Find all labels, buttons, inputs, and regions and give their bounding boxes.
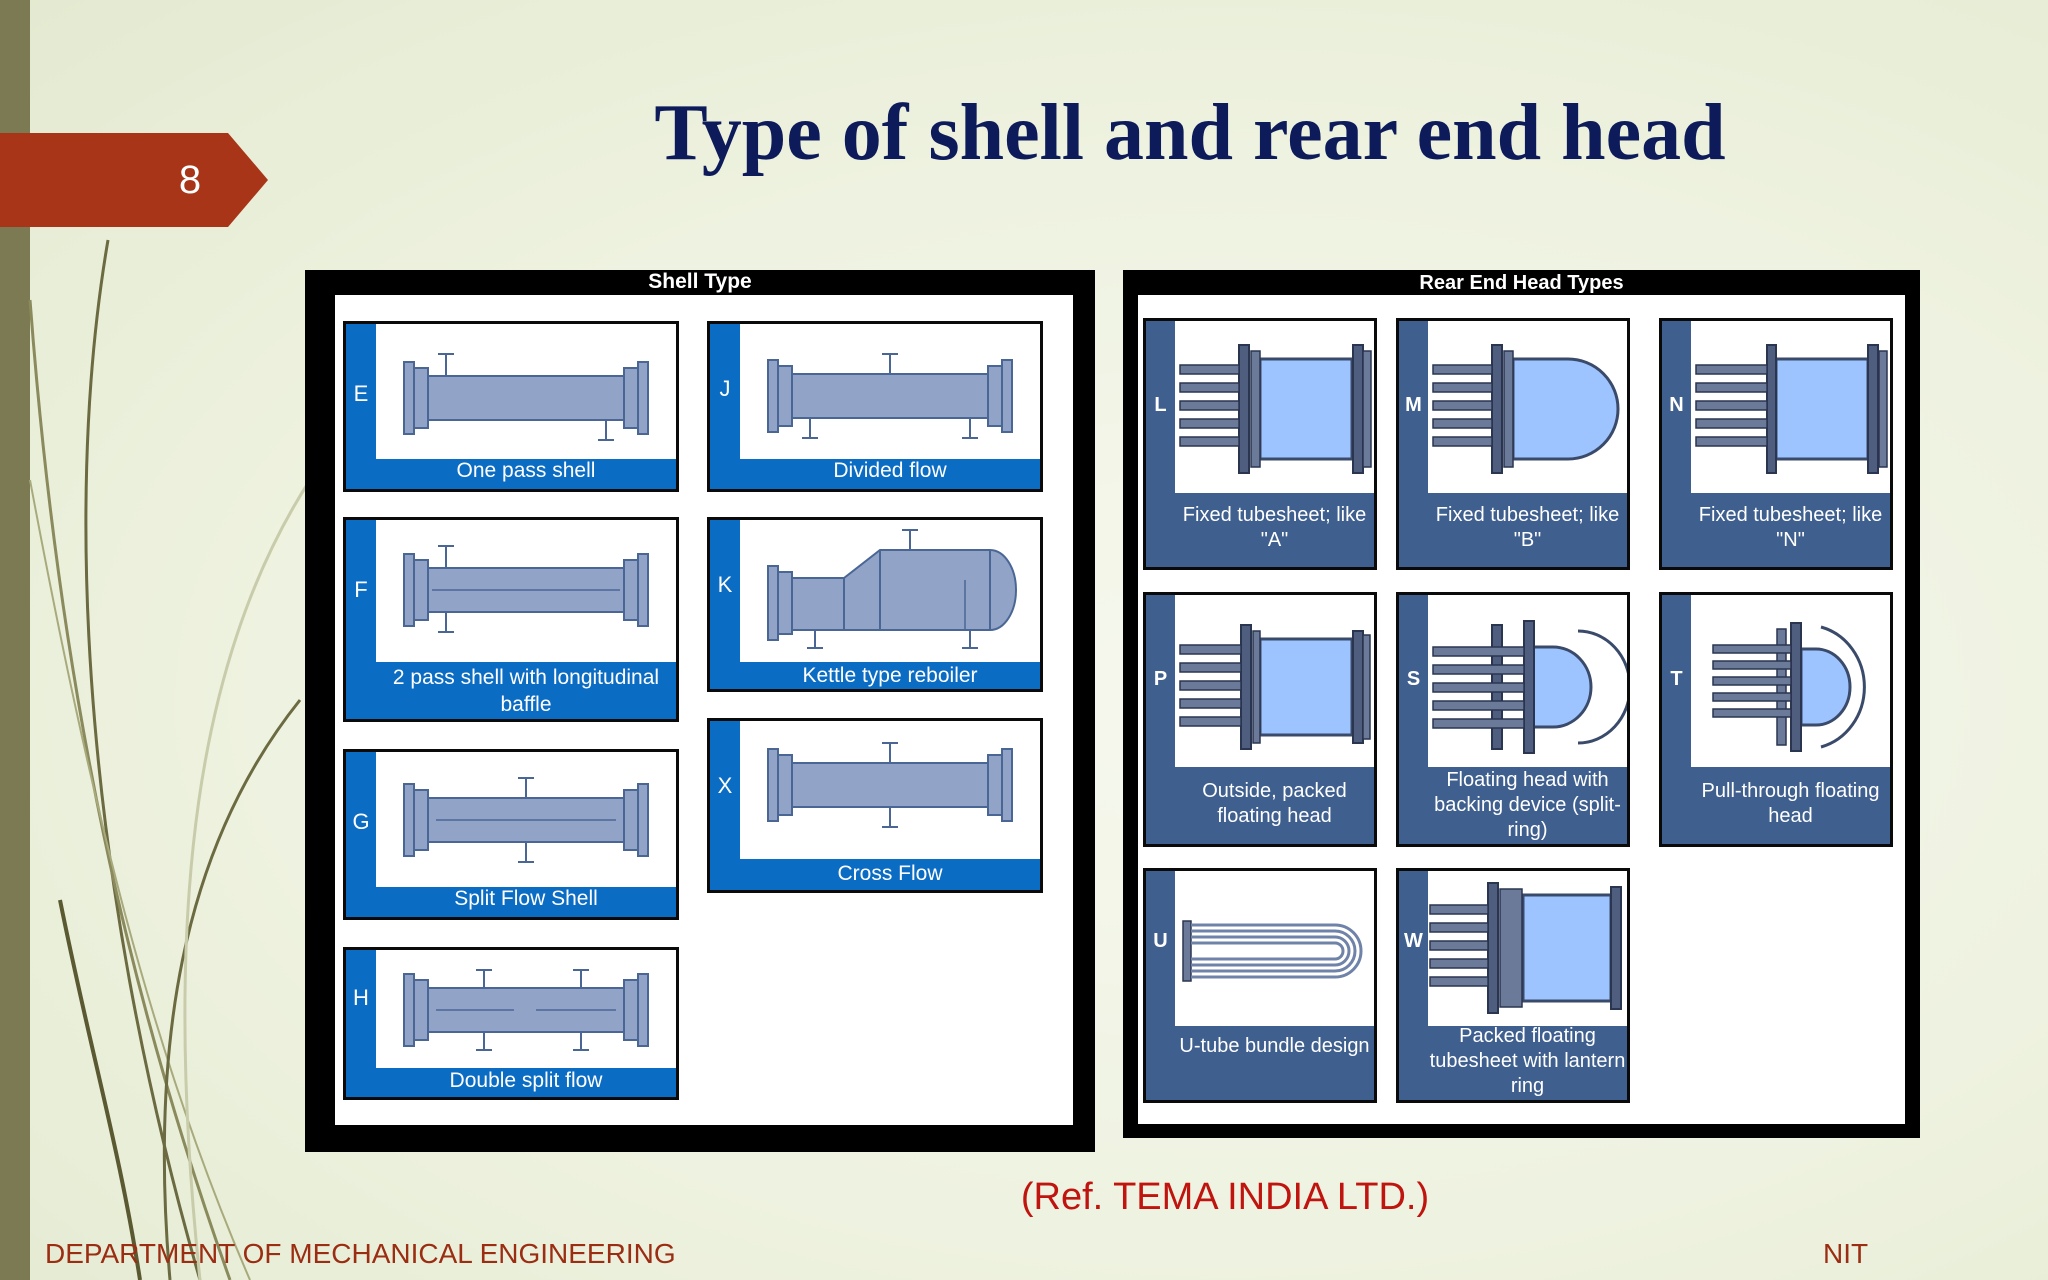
shell-card-h: H Double split flow <box>343 947 679 1100</box>
rear-caption: Floating head with backing device (split… <box>1434 769 1621 841</box>
rear-end-head-panel-title: Rear End Head Types <box>1419 272 1624 294</box>
shell-letter: G <box>352 809 370 834</box>
rear-caption: Pull-through floating head <box>1701 780 1880 827</box>
one-pass-shell-diagram <box>403 353 649 441</box>
reference-note: (Ref. TEMA INDIA LTD.) <box>1020 1176 1430 1218</box>
shell-letter: X <box>717 773 733 798</box>
shell-letter: J <box>719 376 731 401</box>
rear-card-l: L Fixed tubesheet; like "A" <box>1143 318 1377 570</box>
fixed-tubesheet-b-diagram <box>1432 344 1620 474</box>
shell-letter: E <box>353 381 369 406</box>
split-flow-shell-diagram <box>403 777 649 863</box>
rear-card-m: M Fixed tubesheet; like "B" <box>1396 318 1630 570</box>
rear-letter: W <box>1404 930 1423 952</box>
two-pass-shell-diagram <box>403 545 649 633</box>
rear-caption: Fixed tubesheet; like "B" <box>1435 504 1620 551</box>
rear-end-head-panel: Rear End Head Types L Fixed tubesheet; l… <box>1123 270 1920 1138</box>
rear-card-s: S Floating head with backing device (spl… <box>1396 592 1630 847</box>
rear-caption: Fixed tubesheet; like "A" <box>1182 504 1367 551</box>
rear-letter: U <box>1153 930 1168 952</box>
packed-floating-tubesheet-diagram <box>1429 882 1622 1014</box>
shell-caption: Split Flow Shell <box>454 887 598 910</box>
shell-card-x: X Cross Flow <box>707 718 1043 893</box>
shell-caption: 2 pass shell with longitudinal baffle <box>392 666 660 716</box>
shell-caption: Divided flow <box>833 459 947 482</box>
rear-letter: L <box>1154 394 1167 416</box>
decorative-swoosh <box>28 239 312 1280</box>
shell-letter: F <box>354 577 368 602</box>
kettle-reboiler-diagram <box>767 529 1017 649</box>
shell-card-f: F 2 pass shell with longitudinal baffle <box>343 517 679 722</box>
u-tube-bundle-diagram <box>1182 920 1363 982</box>
rear-card-n: N Fixed tubesheet; like "N" <box>1659 318 1893 570</box>
outside-packed-floating-head-diagram <box>1179 624 1371 750</box>
shell-caption: Cross Flow <box>837 862 943 885</box>
shell-caption: One pass shell <box>456 459 596 482</box>
shell-caption: Kettle type reboiler <box>802 664 978 687</box>
shell-caption: Double split flow <box>449 1069 603 1092</box>
rear-caption: U-tube bundle design <box>1179 1035 1370 1057</box>
shell-type-panel-title: Shell Type <box>648 270 752 293</box>
slide-title: Type of shell and rear end head <box>654 89 1726 177</box>
fixed-tubesheet-n-diagram <box>1695 344 1888 474</box>
rear-caption: Outside, packed floating head <box>1202 780 1347 827</box>
page-number: 8 <box>178 158 202 202</box>
rear-letter: S <box>1406 668 1421 690</box>
pull-through-floating-head-diagram <box>1712 622 1866 752</box>
shell-type-panel: Shell Type E One pass shell F <box>305 270 1095 1152</box>
cross-flow-diagram <box>767 742 1013 828</box>
rear-card-w: W Packed floating tubesheet with lantern… <box>1396 868 1630 1103</box>
fixed-tubesheet-a-diagram <box>1179 344 1372 474</box>
rear-letter: M <box>1405 394 1422 416</box>
rear-card-p: P Outside, packed floating head <box>1143 592 1377 847</box>
rear-letter: N <box>1669 394 1684 416</box>
footer-department: DEPARTMENT OF MECHANICAL ENGINEERING <box>45 1238 676 1269</box>
divided-flow-diagram <box>767 353 1013 439</box>
rear-card-u: U U-tube bundle design <box>1143 868 1377 1103</box>
shell-card-k: K Kettle type reboiler <box>707 517 1043 692</box>
rear-letter: P <box>1153 668 1168 690</box>
rear-card-t: T Pull-through floating head <box>1659 592 1893 847</box>
footer-institute: NIT <box>1823 1238 1869 1269</box>
shell-card-e: E One pass shell <box>343 321 679 492</box>
shell-letter: H <box>353 985 369 1010</box>
shell-card-j: J Divided flow <box>707 321 1043 492</box>
rear-caption: Fixed tubesheet; like "N" <box>1698 504 1883 551</box>
double-split-flow-diagram <box>403 969 649 1051</box>
floating-head-split-ring-diagram <box>1432 620 1627 754</box>
rear-letter: T <box>1670 668 1683 690</box>
rear-caption: Packed floating tubesheet with lantern r… <box>1429 1025 1626 1097</box>
shell-card-g: G Split Flow Shell <box>343 749 679 920</box>
shell-letter: K <box>717 572 733 597</box>
page-number-tab <box>0 133 268 227</box>
